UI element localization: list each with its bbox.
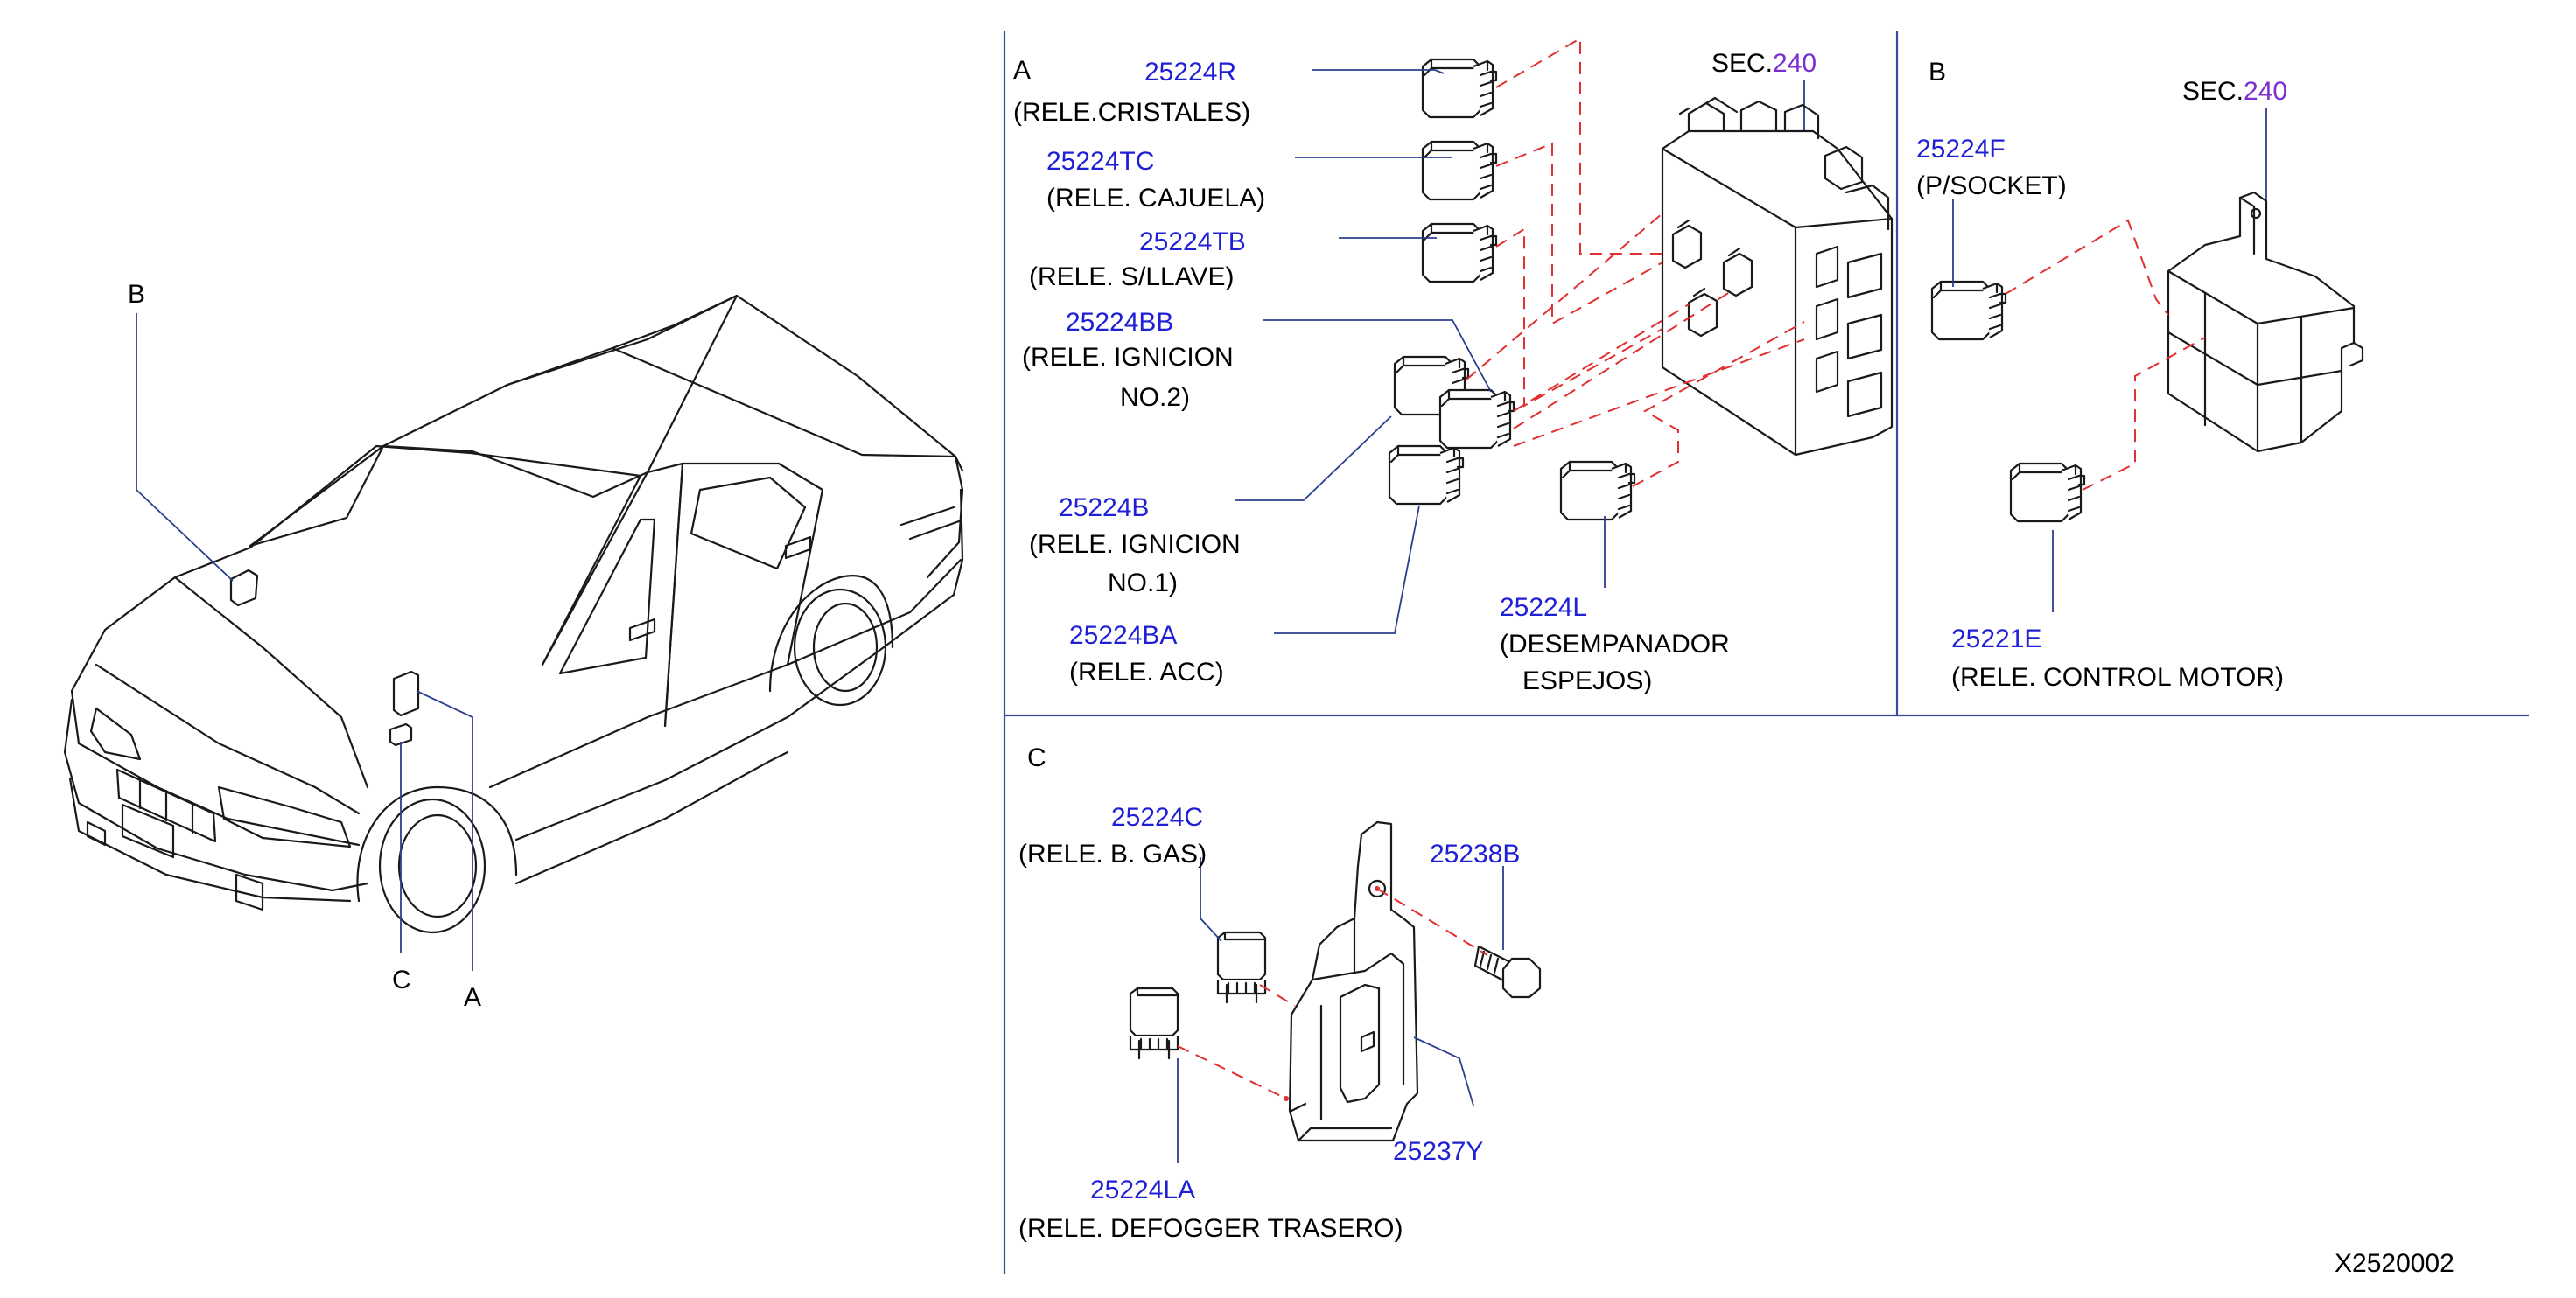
part-25237y[interactable]: 25237Y: [1393, 1137, 1483, 1166]
part-25224bb[interactable]: 25224BB: [1066, 308, 1173, 337]
overview-label-b: B: [128, 280, 145, 309]
relay-25224bb: [1438, 388, 1516, 450]
panel-a-assembly-lines: [1466, 37, 1805, 487]
panel-b: B SEC.240 25224F (P/SOCKET) 25221E (RELE…: [1916, 58, 2364, 692]
leader-a: [416, 690, 473, 971]
relay-25224ba: [1388, 444, 1465, 506]
part-25224l[interactable]: 25224L: [1500, 593, 1587, 622]
car-illustration: [63, 294, 964, 934]
desc-25224l-line1: (DESEMPANADOR: [1500, 630, 1730, 659]
panel-frames: [1003, 31, 2529, 1274]
relay-box-b: [2166, 191, 2364, 453]
part-25221e[interactable]: 25221E: [1951, 625, 2041, 653]
overview-callouts: B C A: [128, 280, 481, 1012]
desc-25224tc: (RELE. CAJUELA): [1046, 184, 1265, 213]
desc-25224l-line2: ESPEJOS): [1522, 666, 1652, 695]
desc-25224bb-line2: NO.2): [1120, 383, 1190, 412]
panel-c-assembly-lines: [1177, 888, 1488, 1099]
part-25224f[interactable]: 25224F: [1916, 135, 2006, 164]
part-25224ba[interactable]: 25224BA: [1069, 621, 1177, 650]
part-25224la[interactable]: 25224LA: [1090, 1176, 1195, 1204]
relay-25224la: [1129, 987, 1180, 1060]
relay-25224l: [1559, 460, 1636, 521]
overview-label-a: A: [464, 983, 481, 1012]
fuse-relay-box: [1661, 96, 1894, 457]
bolt-25238b: [1474, 945, 1542, 999]
desc-25224tb: (RELE. S/LLAVE): [1029, 262, 1235, 291]
panel-a-section-ref[interactable]: SEC.240: [1712, 49, 1816, 78]
figure-id: X2520002: [2334, 1249, 2454, 1278]
desc-25224r: (RELE.CRISTALES): [1013, 98, 1250, 127]
part-25224tc[interactable]: 25224TC: [1046, 147, 1154, 176]
part-25224tb[interactable]: 25224TB: [1139, 227, 1246, 256]
panel-a: A SEC.240: [1013, 37, 1894, 695]
overview-label-c: C: [392, 966, 411, 994]
desc-25224b-line1: (RELE. IGNICION: [1029, 530, 1241, 559]
relay-25224tb: [1421, 222, 1498, 283]
leader-b: [136, 313, 234, 582]
relay-25224c: [1216, 931, 1267, 1004]
part-25224c[interactable]: 25224C: [1111, 803, 1203, 832]
panel-b-section-ref[interactable]: SEC.240: [2182, 77, 2287, 106]
panel-c: C 25: [1018, 743, 1542, 1243]
bracket-25237y: [1288, 820, 1419, 1142]
panel-b-assembly-lines: [2005, 219, 2206, 491]
panel-b-letter: B: [1928, 58, 1946, 87]
panel-c-letter: C: [1027, 743, 1046, 772]
relay-25221e: [2009, 462, 2086, 523]
part-25224b[interactable]: 25224B: [1059, 493, 1149, 522]
desc-25224f: (P/SOCKET): [1916, 171, 2067, 200]
panel-a-leaders: [1236, 69, 1606, 634]
desc-25224la: (RELE. DEFOGGER TRASERO): [1018, 1214, 1404, 1243]
desc-25224ba: (RELE. ACC): [1069, 658, 1224, 687]
panel-a-letter: A: [1013, 56, 1031, 85]
desc-25224c: (RELE. B. GAS): [1018, 840, 1207, 869]
part-25224r[interactable]: 25224R: [1144, 58, 1236, 87]
relay-25224tc: [1421, 140, 1498, 201]
part-25238b[interactable]: 25238B: [1430, 840, 1520, 869]
desc-25221e: (RELE. CONTROL MOTOR): [1951, 663, 2284, 692]
desc-25224bb-line1: (RELE. IGNICION: [1022, 343, 1234, 372]
relay-25224f: [1930, 280, 2007, 341]
desc-25224b-line2: NO.1): [1108, 569, 1178, 597]
relay-25224r: [1421, 58, 1498, 119]
